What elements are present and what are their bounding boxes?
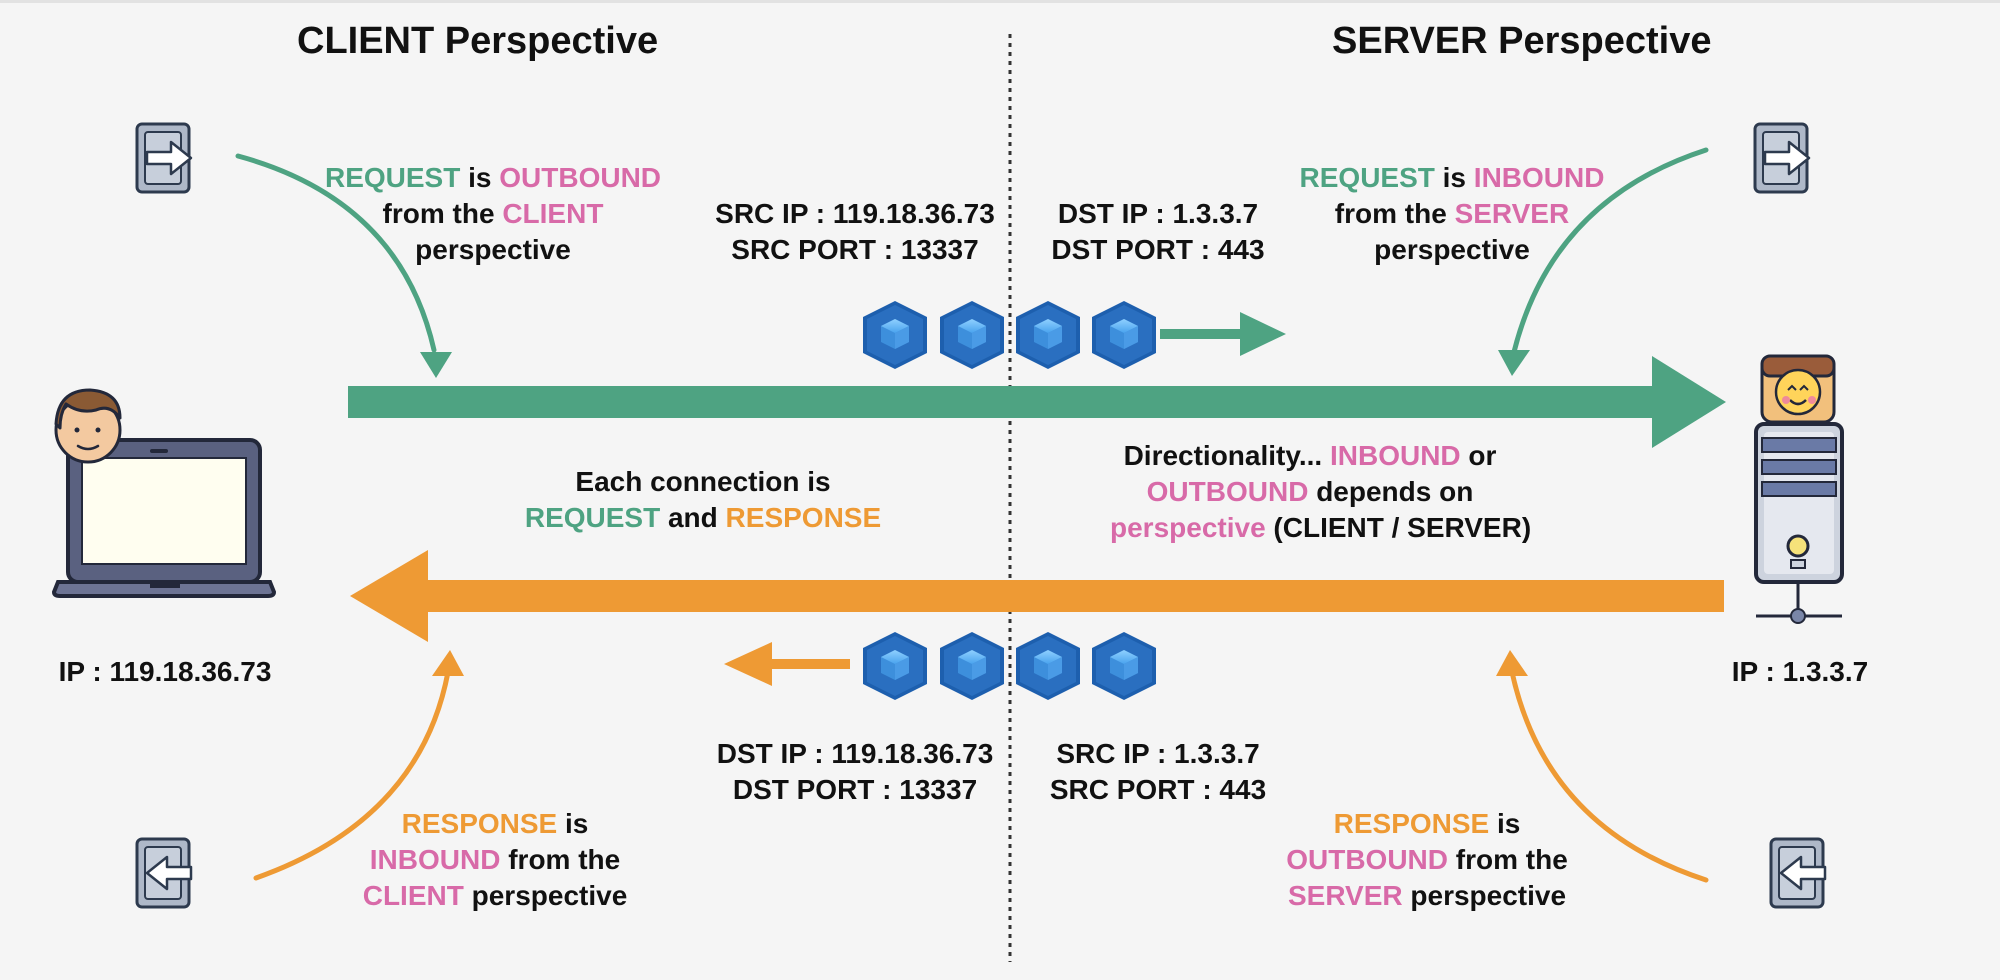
cube-icon	[940, 632, 1004, 700]
outbound-word: OUTBOUND	[1146, 476, 1309, 507]
req-client-curve-arrow	[235, 153, 437, 353]
from-the-word: from the	[500, 844, 621, 875]
request-word: REQUEST	[1299, 162, 1435, 193]
cube-icon	[863, 632, 927, 700]
resp-client-note: RESPONSE is INBOUND from the CLIENT pers…	[345, 806, 645, 914]
request-src-port: SRC PORT : 13337	[731, 234, 979, 265]
directionality-note: Directionality... INBOUND or OUTBOUND de…	[1110, 438, 1531, 546]
outbound-word: OUTBOUND	[499, 162, 662, 193]
perspective-word: perspective	[1110, 512, 1266, 543]
cube-icon	[1092, 301, 1156, 369]
inbound-word: INBOUND	[1329, 440, 1461, 471]
response-src-info: SRC IP : 1.3.3.7 SRC PORT : 443	[1008, 736, 1308, 808]
client-perspective-heading: CLIENT Perspective	[297, 20, 659, 62]
response-dst-info: DST IP : 119.18.36.73 DST PORT : 13337	[690, 736, 1020, 808]
cube-icon	[1016, 632, 1080, 700]
response-dst-ip: DST IP : 119.18.36.73	[716, 738, 994, 769]
top-border	[0, 0, 2000, 3]
response-src-port: SRC PORT : 443	[1049, 774, 1267, 805]
from-the-word: from the	[1447, 844, 1568, 875]
is-word: is	[1434, 162, 1474, 193]
cube-icon	[1092, 632, 1156, 700]
req-server-arrowhead	[1498, 350, 1530, 376]
perspective-word: perspective	[463, 880, 628, 911]
resp-server-curve-arrow	[1509, 669, 1709, 883]
perspective-word: perspective	[1402, 880, 1567, 911]
req-server-curve-arrow	[1511, 147, 1709, 355]
inbound-word: INBOUND	[369, 844, 501, 875]
and-word: and	[660, 502, 726, 533]
inbound-word: INBOUND	[1473, 162, 1605, 193]
outbound-word: OUTBOUND	[1286, 844, 1448, 875]
cube-icon	[940, 301, 1004, 369]
response-word: RESPONSE	[1333, 808, 1490, 839]
is-word: is	[1489, 808, 1521, 839]
server-word: SERVER	[1287, 880, 1403, 911]
or-word: or	[1460, 440, 1497, 471]
client-ip-label: IP : 119.18.36.73	[58, 656, 272, 687]
client-word: CLIENT	[362, 880, 464, 911]
is-word: is	[557, 808, 589, 839]
request-dst-ip: DST IP : 1.3.3.7	[1057, 198, 1259, 229]
client-server-word: (CLIENT / SERVER)	[1265, 512, 1532, 543]
response-word: RESPONSE	[401, 808, 558, 839]
req-server-note: REQUEST is INBOUND from the SERVER persp…	[1282, 160, 1622, 268]
response-arrow	[350, 550, 1724, 642]
enter-door-icon	[135, 837, 193, 909]
server-ip-label: IP : 1.3.3.7	[1731, 656, 1869, 687]
perspective-word: perspective	[1374, 234, 1530, 265]
depends-on-word: depends on	[1308, 476, 1474, 507]
is-word: is	[460, 162, 500, 193]
cube-icon	[863, 301, 927, 369]
connection-note: Each connection is REQUEST and RESPONSE	[523, 464, 883, 536]
from-the-word: from the	[382, 198, 503, 229]
resp-server-note: RESPONSE is OUTBOUND from the SERVER per…	[1267, 806, 1587, 914]
request-src-info: SRC IP : 119.18.36.73 SRC PORT : 13337	[690, 196, 1020, 268]
from-the-word: from the	[1334, 198, 1455, 229]
exit-door-icon	[1753, 122, 1811, 194]
resp-client-curve-arrow	[253, 669, 451, 881]
server-word: SERVER	[1454, 198, 1570, 229]
response-src-ip: SRC IP : 1.3.3.7	[1056, 738, 1260, 769]
request-arrow	[348, 356, 1726, 448]
laptop-user-icon	[51, 388, 277, 598]
resp-server-arrowhead	[1496, 650, 1528, 676]
request-src-ip: SRC IP : 119.18.36.73	[715, 198, 995, 229]
directionality-word: Directionality...	[1123, 440, 1330, 471]
server-tower-icon	[1754, 354, 1844, 624]
enter-door-icon	[1769, 837, 1827, 909]
cube-icon	[1016, 301, 1080, 369]
request-word: REQUEST	[324, 162, 461, 193]
connection-line1: Each connection is	[575, 466, 831, 497]
response-dst-port: DST PORT : 13337	[732, 774, 978, 805]
request-dst-port: DST PORT : 443	[1051, 234, 1265, 265]
request-word: REQUEST	[524, 502, 661, 533]
resp-client-arrowhead	[432, 650, 464, 676]
client-word: CLIENT	[502, 198, 604, 229]
request-dst-info: DST IP : 1.3.3.7 DST PORT : 443	[1008, 196, 1308, 268]
packet-direction-left-arrow	[724, 642, 850, 686]
response-word: RESPONSE	[725, 502, 882, 533]
perspective-word: perspective	[415, 234, 571, 265]
req-client-arrowhead	[420, 352, 452, 378]
req-client-note: REQUEST is OUTBOUND from the CLIENT pers…	[323, 160, 663, 268]
exit-door-icon	[135, 122, 193, 194]
server-perspective-heading: SERVER Perspective	[1332, 20, 1712, 62]
packet-direction-right-arrow	[1160, 312, 1286, 356]
